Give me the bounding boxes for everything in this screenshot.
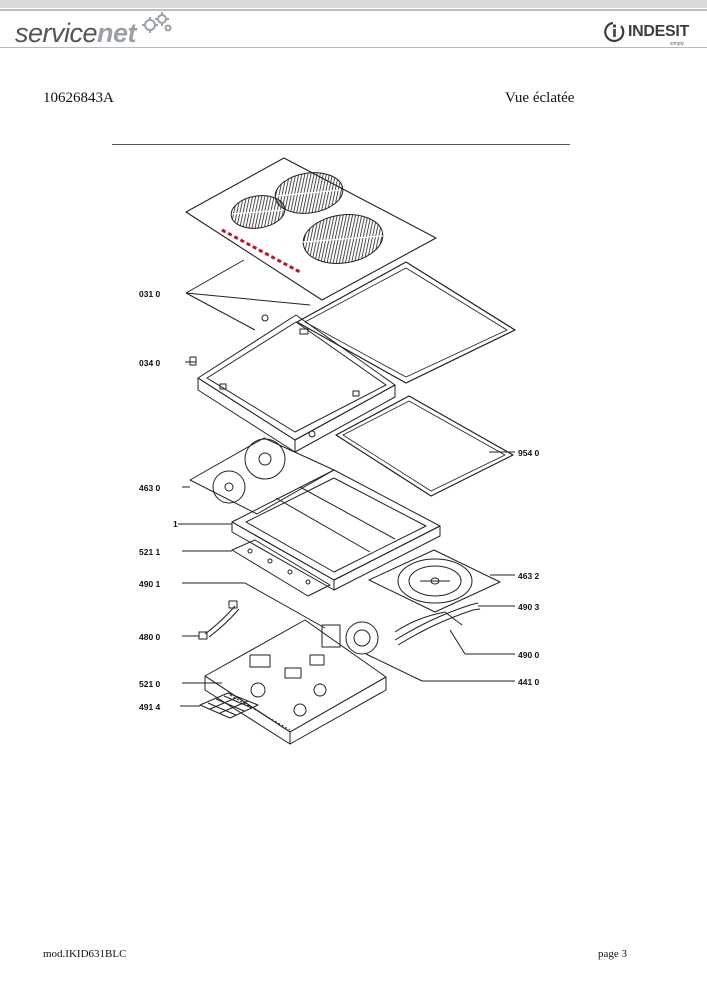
base-housing [204,619,387,745]
servicenet-logo: servicenet [15,18,137,49]
filter-grid [199,692,259,719]
document-view-title: Vue éclatée [505,90,575,106]
document-code: 10626843A [43,90,114,106]
part-label-4914: 491 4 [139,702,161,712]
control-board [231,539,331,597]
glass-cooktop [185,157,437,301]
cooling-fan [321,621,379,655]
wiring-harness-490-0 [394,611,463,633]
part-label-5210: 521 0 [139,679,161,689]
part-label-1: 1 [173,519,178,529]
section-separator [112,144,570,145]
header-bar-shadow [0,9,707,11]
clip-part [189,356,197,366]
logo-text-service: service [15,18,98,48]
header-divider [0,47,707,48]
brand-tagline: simply [670,41,685,47]
cable-480 [198,600,240,640]
gears-icon [142,12,172,33]
part-label-4410: 441 0 [518,677,540,687]
part-label-4903: 490 3 [518,602,540,612]
part-label-4632: 463 2 [518,571,540,581]
exploded-view-diagram: 031 0 034 0 954 0 463 0 1 521 1 490 1 46… [139,157,540,745]
part-label-4900: 490 0 [518,650,540,660]
part-label-4630: 463 0 [139,483,161,493]
header-bar [0,0,707,8]
part-label-4901: 490 1 [139,579,161,589]
part-label-9540: 954 0 [518,448,540,458]
coil-support-plate [189,437,335,515]
part-label-5211: 521 1 [139,547,161,557]
part-label-0340: 034 0 [139,358,161,368]
page-number: page 3 [598,948,628,960]
indesit-mark-icon [604,21,625,42]
logo-text-net: net [97,18,137,48]
induction-coil-plate [368,549,501,613]
main-frame [197,314,396,453]
part-label-4800: 480 0 [139,632,161,642]
brand-name: INDESIT [628,23,690,40]
part-label-0310: 031 0 [139,289,161,299]
inner-seal [335,395,514,497]
model-number: mod.IKID631BLC [43,948,127,960]
control-panel-markings [221,228,301,274]
chassis-tray [231,469,441,591]
top-seal-frame [296,261,516,384]
wiring-harness-490-3 [394,602,481,646]
